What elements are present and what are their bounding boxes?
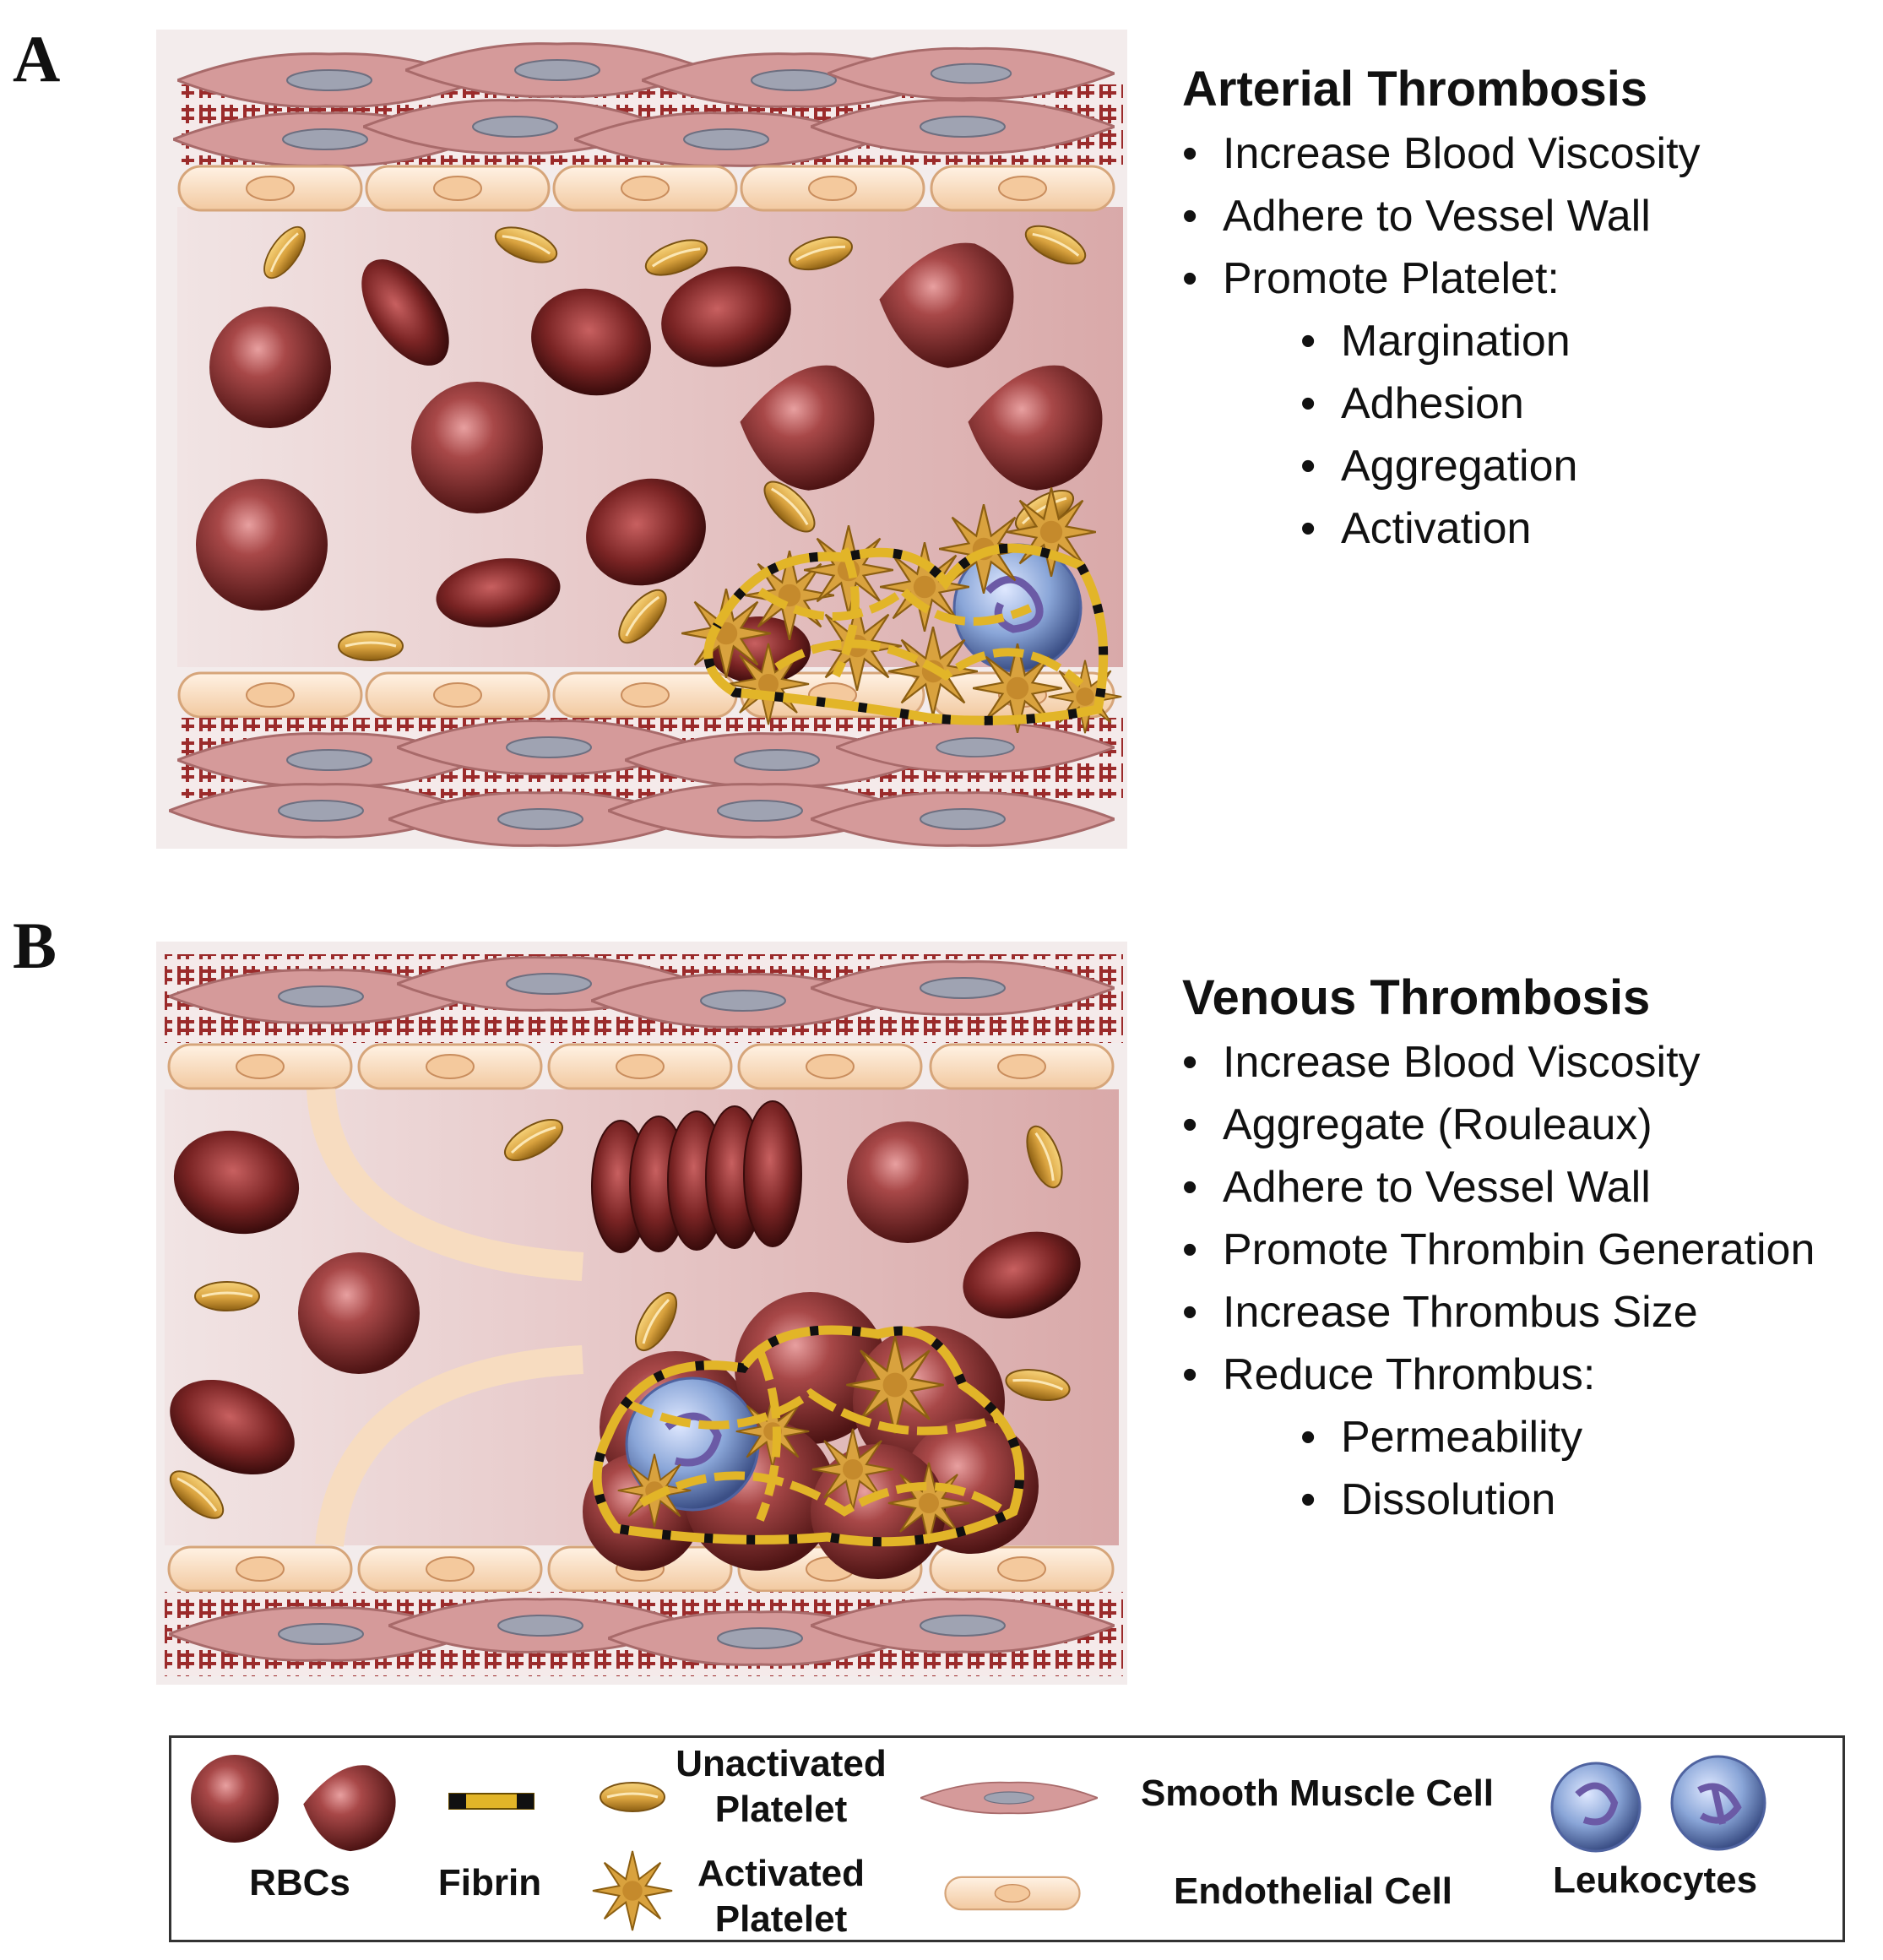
panel-a-subitem: Adhesion — [1182, 372, 1701, 435]
rouleaux — [591, 1100, 802, 1253]
panel-a-subitem: Activation — [1182, 497, 1701, 560]
panel-b-item: Aggregate (Rouleaux) — [1182, 1094, 1815, 1156]
legend-label-fibrin: Fibrin — [437, 1862, 542, 1903]
legend-rbc-round-icon — [191, 1755, 279, 1843]
panel-a-subitem: Margination — [1182, 310, 1701, 372]
panel-b-vessel — [156, 942, 1127, 1685]
legend-leukocyte-icon-2 — [1670, 1755, 1766, 1851]
legend-leukocyte-icon-1 — [1550, 1762, 1642, 1853]
panel-b-item: Adhere to Vessel Wall — [1182, 1156, 1815, 1219]
venous-thrombus — [583, 1292, 1039, 1579]
panel-a-subitem: Aggregation — [1182, 435, 1701, 497]
panel-b-item: Reduce Thrombus: — [1182, 1344, 1815, 1406]
panel-b-subitem: Dissolution — [1182, 1469, 1815, 1531]
panel-a-list: Increase Blood Viscosity Adhere to Vesse… — [1182, 122, 1701, 560]
legend-label-leukocytes: Leukocytes — [1552, 1860, 1758, 1901]
legend-label-smooth-muscle-cell: Smooth Muscle Cell — [1140, 1773, 1495, 1814]
panel-a-vessel — [156, 30, 1127, 849]
legend-label-endothelial-cell: Endothelial Cell — [1173, 1870, 1453, 1912]
panel-a-info: Arterial Thrombosis Increase Blood Visco… — [1182, 61, 1701, 560]
legend-label-unactivated-platelet: Unactivated Platelet — [676, 1743, 887, 1830]
panel-a-item: Promote Platelet: — [1182, 247, 1701, 310]
panel-b-subitem: Permeability — [1182, 1406, 1815, 1469]
legend-label-activated-platelet: Activated Platelet — [697, 1853, 866, 1940]
panel-b-item: Increase Blood Viscosity — [1182, 1031, 1815, 1094]
panel-b-info: Venous Thrombosis Increase Blood Viscosi… — [1182, 969, 1815, 1531]
legend-label-rbcs: RBCs — [249, 1862, 350, 1903]
panel-b-list: Increase Blood Viscosity Aggregate (Roul… — [1182, 1031, 1815, 1531]
panel-a-title: Arterial Thrombosis — [1182, 62, 1648, 117]
panel-a-item: Adhere to Vessel Wall — [1182, 185, 1701, 247]
legend-fibrin-icon — [448, 1793, 535, 1810]
panel-b-item: Promote Thrombin Generation — [1182, 1219, 1815, 1281]
panel-b-label: B — [13, 909, 57, 982]
arterial-thrombus — [681, 486, 1123, 735]
panel-a-item: Increase Blood Viscosity — [1182, 122, 1701, 185]
legend-box — [169, 1735, 1845, 1942]
legend-icons — [191, 1755, 1766, 1932]
panel-a-label: A — [13, 22, 61, 95]
panel-b-item: Increase Thrombus Size — [1182, 1281, 1815, 1344]
panel-b-title: Venous Thrombosis — [1182, 970, 1651, 1025]
